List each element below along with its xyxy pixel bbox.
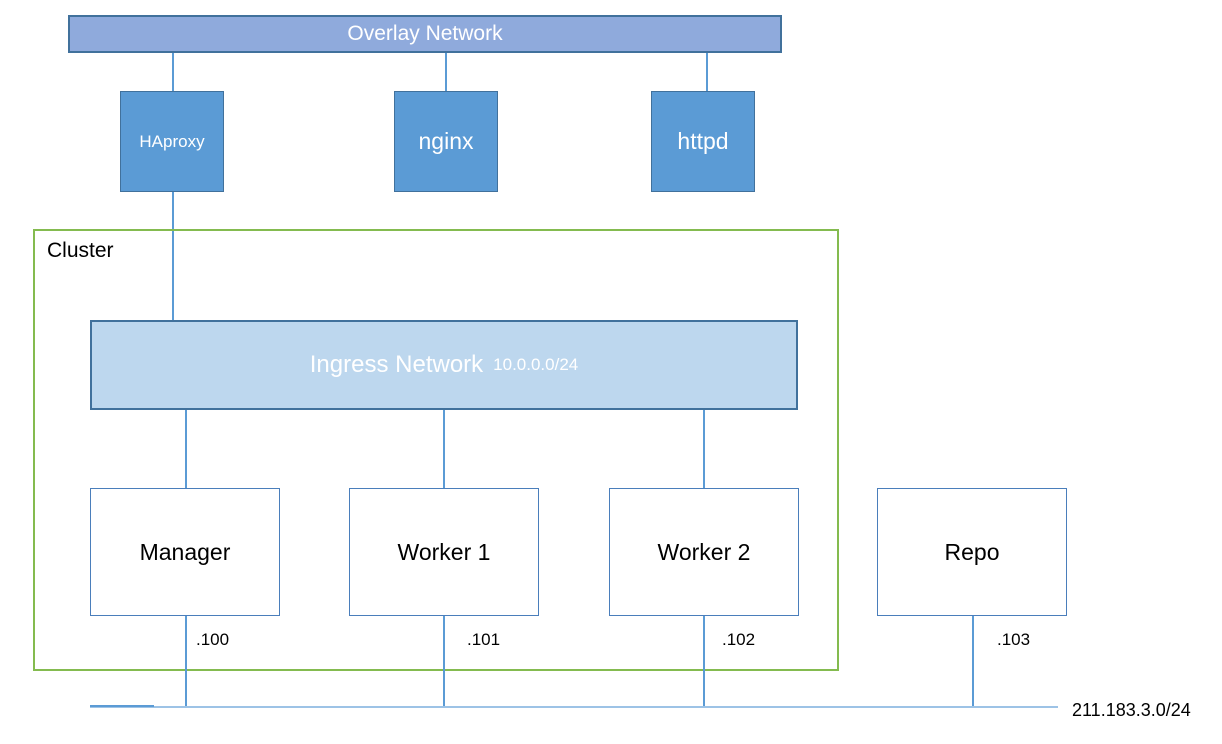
repo-ip-label: .103 <box>997 630 1031 649</box>
connector-worker1-network <box>443 616 445 707</box>
haproxy-label: HAproxy <box>139 131 205 151</box>
nginx-box: nginx <box>394 91 498 192</box>
worker1-node-box: Worker 1 <box>349 488 539 616</box>
haproxy-box: HAproxy <box>120 91 224 192</box>
connector-ingress-worker1 <box>443 410 445 488</box>
manager-node-box: Manager <box>90 488 280 616</box>
connector-worker2-network <box>703 616 705 707</box>
worker2-node-label: Worker 2 <box>657 538 751 565</box>
connector-repo-network <box>972 616 974 707</box>
manager-ip-label: .100 <box>196 630 230 649</box>
worker2-ip-label: .102 <box>722 630 756 649</box>
connector-manager-network <box>185 616 187 707</box>
cluster-boundary: Cluster <box>33 229 839 671</box>
overlay-network-label: Overlay Network <box>347 22 503 45</box>
httpd-label: httpd <box>677 128 729 154</box>
overlay-network-bar: Overlay Network <box>68 15 782 53</box>
connector-ingress-worker2 <box>703 410 705 488</box>
ingress-network-bar: Ingress Network 10.0.0.0/24 <box>90 320 798 410</box>
connector-ingress-manager <box>185 410 187 488</box>
ingress-network-label: Ingress Network <box>309 351 484 378</box>
worker1-ip-label: .101 <box>467 630 501 649</box>
repo-node-box: Repo <box>877 488 1067 616</box>
connector-overlay-nginx <box>445 53 447 91</box>
external-network-line <box>90 706 1058 708</box>
worker2-node-box: Worker 2 <box>609 488 799 616</box>
ingress-network-subnet: 10.0.0.0/24 <box>493 355 579 374</box>
connector-overlay-haproxy <box>172 53 174 91</box>
cluster-label: Cluster <box>47 239 114 262</box>
httpd-box: httpd <box>651 91 755 192</box>
external-network-line-segment <box>90 705 154 707</box>
nginx-label: nginx <box>418 128 474 154</box>
external-network-label: 211.183.3.0/24 <box>1072 700 1191 720</box>
repo-node-label: Repo <box>944 538 1000 565</box>
connector-haproxy-ingress <box>172 192 174 320</box>
manager-node-label: Manager <box>139 538 231 565</box>
worker1-node-label: Worker 1 <box>397 538 491 565</box>
connector-overlay-httpd <box>706 53 708 91</box>
